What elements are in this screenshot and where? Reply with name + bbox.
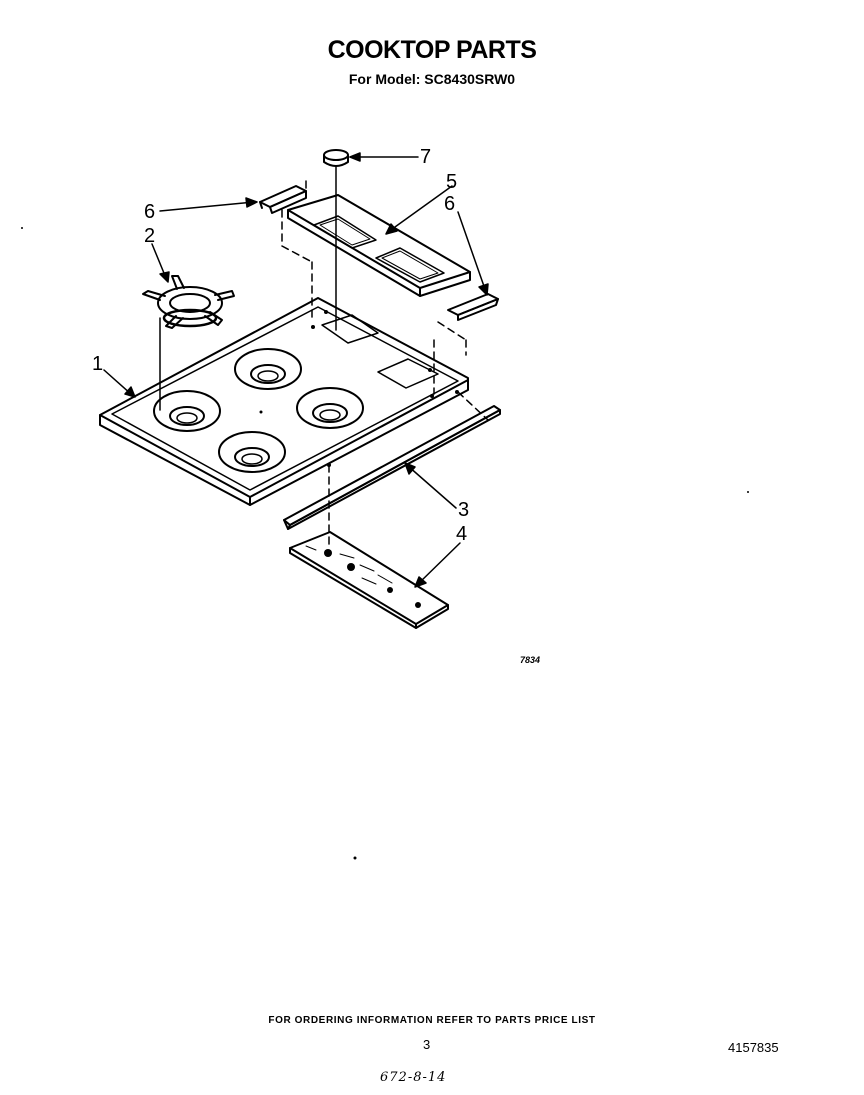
callout-6-left: 6 <box>144 201 155 223</box>
callout-5: 5 <box>446 171 457 193</box>
burner-rear-right <box>296 387 364 429</box>
burner-front-right <box>218 431 286 473</box>
end-cap-left <box>259 185 307 214</box>
callout-labels: 7 5 6 6 2 1 3 4 <box>92 146 469 545</box>
burner-grate <box>142 275 235 411</box>
assembly-lines <box>281 177 489 549</box>
burner-rear-left <box>234 348 302 390</box>
handwritten-code: 672-8-14 <box>380 1070 447 1085</box>
control-panel <box>289 531 449 629</box>
page-title: COOKTOP PARTS <box>327 36 537 64</box>
leader-lines <box>103 152 489 588</box>
callout-6-right: 6 <box>444 193 455 215</box>
callout-2: 2 <box>144 225 155 247</box>
trim-strip <box>283 405 501 530</box>
cooktop-panel <box>99 297 469 506</box>
end-cap-right <box>447 293 499 321</box>
model-subtitle: For Model: SC8430SRW0 <box>348 71 516 87</box>
figure-number: 7834 <box>520 655 541 665</box>
page-number: 3 <box>423 1037 431 1052</box>
burner-front-left <box>153 390 221 432</box>
ordering-note: FOR ORDERING INFORMATION REFER TO PARTS … <box>268 1015 596 1026</box>
document-number: 4157835 <box>728 1040 779 1055</box>
callout-7: 7 <box>420 146 431 168</box>
knob <box>323 149 349 331</box>
callout-4: 4 <box>456 523 467 545</box>
control-panel-frame <box>287 194 471 297</box>
callout-3: 3 <box>458 499 469 521</box>
callout-1: 1 <box>92 353 103 375</box>
